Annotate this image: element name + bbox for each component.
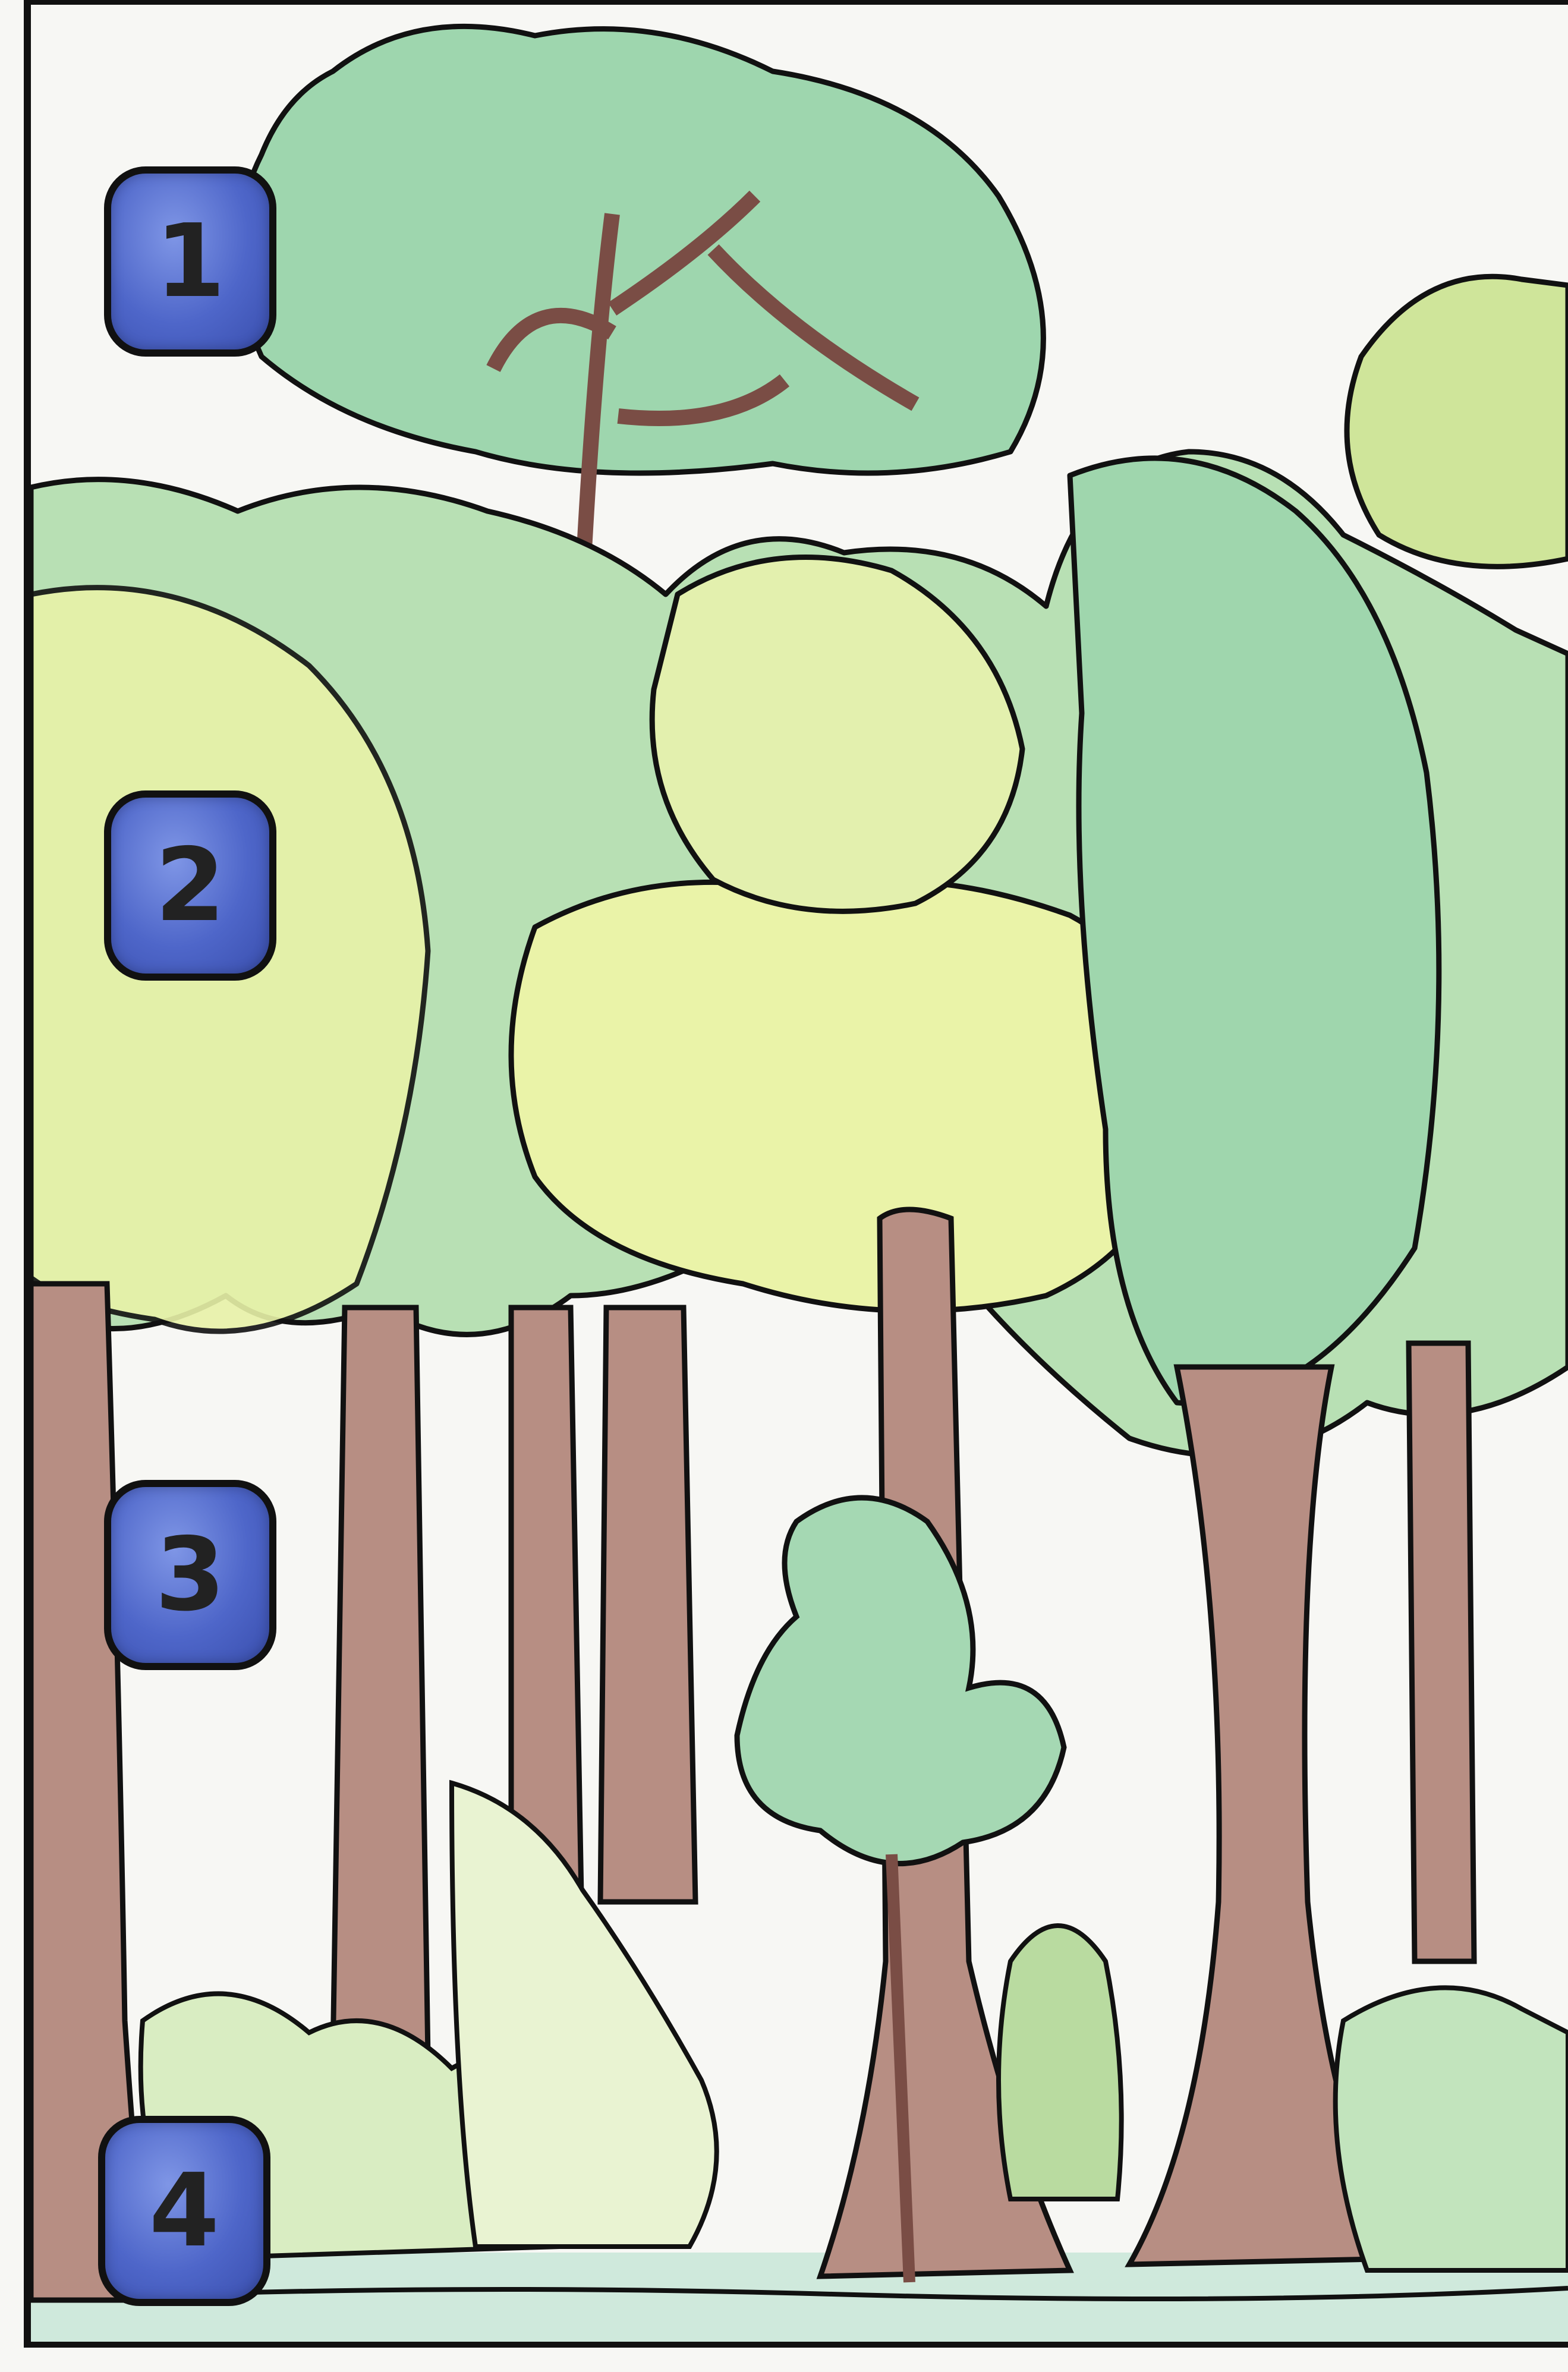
layer-marker-4: 4: [98, 2116, 270, 2306]
layer-marker-1: 1: [104, 166, 276, 357]
layer-marker-3: 3: [104, 1480, 276, 1670]
emergent-tree-right: [1347, 276, 1568, 566]
layer-marker-2: 2: [104, 790, 276, 981]
